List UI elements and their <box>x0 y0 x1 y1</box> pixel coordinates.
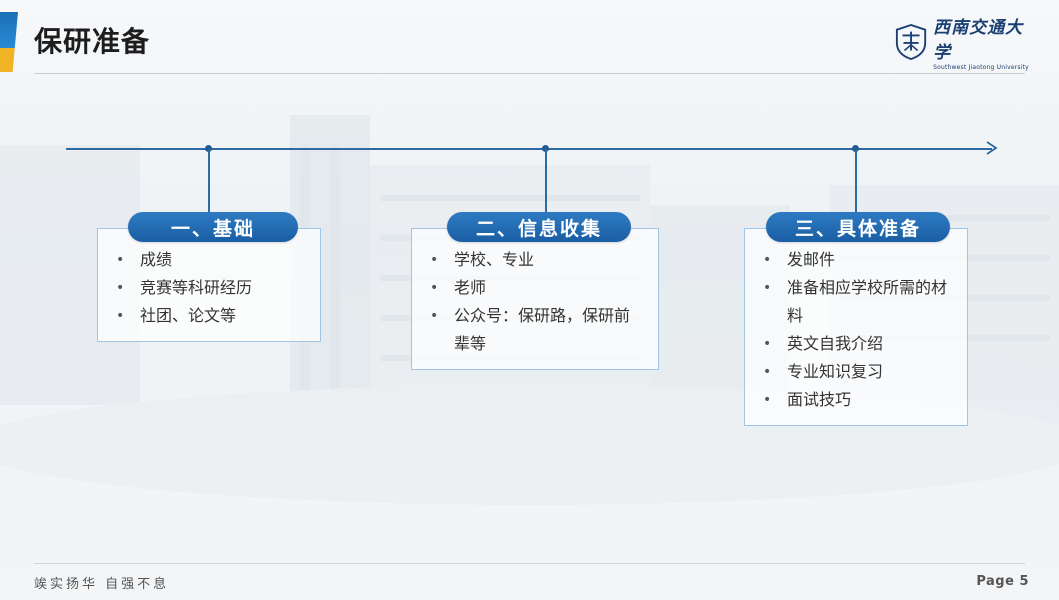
title-divider <box>34 73 1025 74</box>
section-heading-info: 二、信息收集 <box>447 212 631 242</box>
list-item: •发邮件 <box>757 246 957 274</box>
timeline-line <box>66 148 992 150</box>
list-item: •社团、论文等 <box>110 302 320 330</box>
footer-divider <box>34 563 1025 564</box>
timeline-stem-2 <box>545 149 547 215</box>
list-item: •准备相应学校所需的材料 <box>757 274 957 330</box>
bullet-icon: • <box>763 280 772 296</box>
timeline-dot-1 <box>205 145 212 152</box>
logo-name-en: Southwest Jiaotong University <box>933 64 1029 71</box>
list-item: •公众号：保研路，保研前辈等 <box>424 302 644 358</box>
section-heading-prep: 三、具体准备 <box>766 212 950 242</box>
timeline-stem-1 <box>208 149 210 215</box>
bullet-icon: • <box>116 308 125 324</box>
list-item: •老师 <box>424 274 644 302</box>
section-heading-basics: 一、基础 <box>128 212 298 242</box>
timeline-stem-3 <box>855 149 857 215</box>
bullet-icon: • <box>763 336 772 352</box>
bullet-icon: • <box>116 252 125 268</box>
bullet-icon: • <box>430 280 439 296</box>
list-item: •面试技巧 <box>757 386 957 414</box>
section-list-info: •学校、专业 •老师 •公众号：保研路，保研前辈等 <box>424 246 644 358</box>
section-list-basics: •成绩 •竞赛等科研经历 •社团、论文等 <box>110 246 320 330</box>
list-item: •竞赛等科研经历 <box>110 274 320 302</box>
list-item: •学校、专业 <box>424 246 644 274</box>
list-item: •英文自我介绍 <box>757 330 957 358</box>
bullet-icon: • <box>763 392 772 408</box>
title-accent-bar <box>0 12 18 72</box>
bullet-icon: • <box>763 364 772 380</box>
list-item: •成绩 <box>110 246 320 274</box>
logo-name-cn: 西南交通大学 <box>933 18 1024 63</box>
timeline-dot-3 <box>852 145 859 152</box>
bullet-icon: • <box>430 308 439 324</box>
section-list-prep: •发邮件 •准备相应学校所需的材料 •英文自我介绍 •专业知识复习 •面试技巧 <box>757 246 957 414</box>
university-logo: 西南交通大学 Southwest Jiaotong University <box>895 18 1035 71</box>
page-title: 保研准备 <box>34 25 151 58</box>
timeline-dot-2 <box>542 145 549 152</box>
bullet-icon: • <box>763 252 772 268</box>
timeline-arrow-icon <box>986 141 998 155</box>
university-emblem-icon <box>895 24 927 60</box>
section-card-info <box>411 228 659 370</box>
bullet-icon: • <box>116 280 125 296</box>
footer-motto: 竢实扬华 自强不息 <box>34 577 170 592</box>
page-number: Page 5 <box>976 574 1029 589</box>
bullet-icon: • <box>430 252 439 268</box>
list-item: •专业知识复习 <box>757 358 957 386</box>
